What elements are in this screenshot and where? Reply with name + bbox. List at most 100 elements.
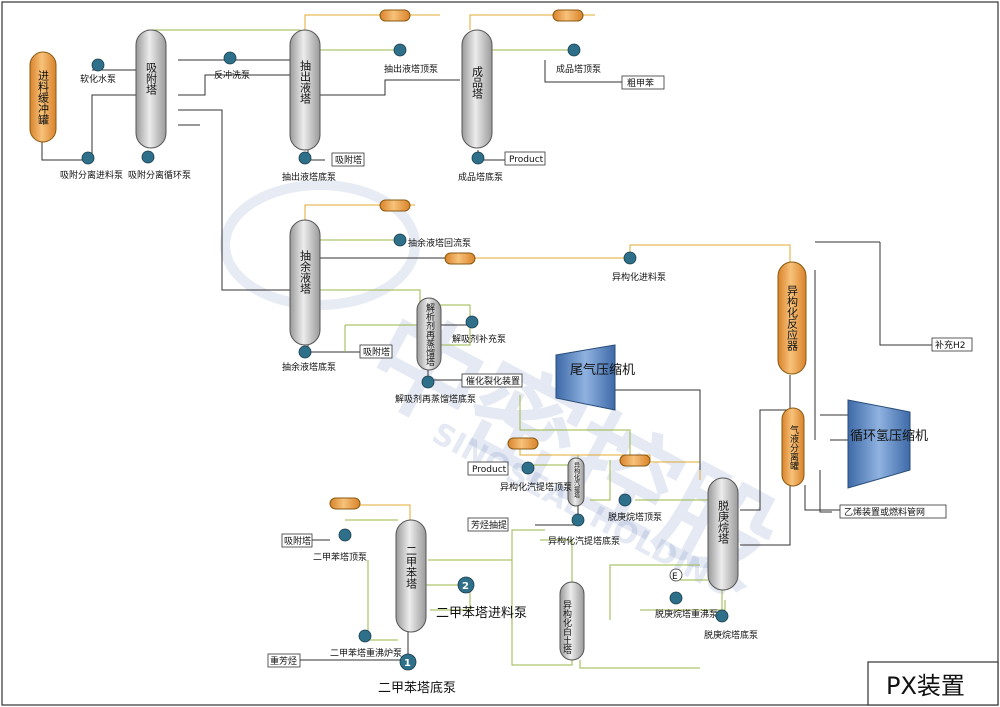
xylene-bottom-pump-number: 1 <box>404 658 411 669</box>
stripper-top-pump: 异构化汽提塔顶泵 <box>500 461 572 493</box>
stripper-top-pump-label: 异构化汽提塔顶泵 <box>500 481 572 493</box>
isomerization-stripper: 异构化汽提塔 <box>567 457 585 507</box>
product-bottom-pump-label: 成品塔底泵 <box>458 171 503 183</box>
to-adsorption-1-label: 吸附塔 <box>335 154 362 166</box>
extract-top-pump-label: 抽出液塔顶泵 <box>384 63 438 75</box>
soft-water-pump-label: 软化水泵 <box>80 73 116 85</box>
desorbent-redistill-tower: 解析剂再蒸馏塔 <box>416 297 442 371</box>
to-adsorption-box-2: 吸附塔 <box>359 344 393 359</box>
isomer-feed-pump-label: 异构化进料泵 <box>612 271 666 283</box>
deheptanizer-exchanger: E <box>669 568 683 582</box>
feed-tank: 进料缓冲罐 <box>29 51 57 143</box>
adsorption-circ-pump-label: 吸附分离循环泵 <box>128 169 191 181</box>
heavy-aromatics-box: 重芳烃 <box>267 653 301 668</box>
stripper-bottom-pump-label: 异构化汽提塔底泵 <box>548 535 620 547</box>
catalytic-reforming-label: 催化裂化装置 <box>466 375 520 387</box>
xylene-tower: 二甲苯塔 <box>395 519 427 633</box>
reflux-drums <box>329 9 651 510</box>
extract-top-pump: 抽出液塔顶泵 <box>384 43 438 75</box>
raffinate-tower: 抽余液塔 <box>289 219 321 346</box>
deheptanizer-reboil-pump: 脱庚烷塔重沸泵 <box>655 591 718 620</box>
xylene-reboil-pump: 二甲苯塔重沸炉泵 <box>330 629 402 659</box>
deheptanizer-tower: 脱庚烷塔 <box>707 477 739 591</box>
stripper-label: 异构化汽提塔 <box>573 462 580 499</box>
deheptanizer-reflux-drum <box>619 454 651 467</box>
recycle-h2-compressor-line1: 循环氢压缩机 <box>850 428 928 444</box>
desorbent-bottom-pump-label: 解吸剂再蒸馏塔底泵 <box>395 393 476 405</box>
xylene-top-pump-label: 二甲苯塔顶泵 <box>313 551 367 563</box>
stripper-reflux-drum <box>507 437 539 450</box>
deheptanizer-top-pump-label: 脱庚烷塔顶泵 <box>608 511 662 523</box>
desorbent-tower-label: 解析剂再蒸馏塔 <box>424 302 435 367</box>
xylene-top-pump: 二甲苯塔顶泵 <box>313 528 367 563</box>
xylene-tower-label: 二甲苯塔 <box>405 545 418 590</box>
to-adsorption-2-label: 吸附塔 <box>363 346 390 358</box>
stripper-bottom-pump: 异构化汽提塔底泵 <box>548 513 620 547</box>
gas-liquid-separator: 气液分离罐 <box>781 407 805 487</box>
exchanger-mark: E <box>672 572 678 582</box>
raffinate-bottom-pump: 抽余液塔底泵 <box>282 345 336 373</box>
ethylene-fuel-label: 乙烯装置或燃料管网 <box>844 506 925 518</box>
tail-gas-compressor-line1: 尾气压缩机 <box>570 362 635 378</box>
raffinate-tower-label: 抽余液塔 <box>299 249 312 295</box>
raffinate-reflux-drum <box>379 199 411 212</box>
extract-reflux-drum <box>379 9 411 22</box>
adsorption-feed-pump: 吸附分离进料泵 <box>60 151 123 181</box>
makeup-h2-box: 补充H2 <box>931 337 973 352</box>
makeup-h2-label: 补充H2 <box>935 339 966 351</box>
to-adsorption-box-3: 吸附塔 <box>281 533 313 548</box>
product-tower-label: 成品塔 <box>471 66 484 100</box>
pumps: 软化水泵 吸附分离进料泵 吸附分离循环泵 反冲洗泵 抽出液塔顶泵 抽出液塔底泵 … <box>60 43 758 696</box>
recycle-hydrogen-compressor: 循环氢压缩机 <box>847 399 928 489</box>
output-boxes: 粗甲苯 Product 吸附塔 吸附塔 催化裂化装置 补充H2 乙烯装置或燃料管… <box>267 75 973 668</box>
deheptanizer-top-pump: 脱庚烷塔顶泵 <box>608 493 662 523</box>
crude-toluene-label: 粗甲苯 <box>627 77 654 89</box>
adsorption-tower: 吸附塔 <box>135 29 167 149</box>
product-reflux-drum <box>552 9 584 22</box>
isomer-feed-pump: 异构化进料泵 <box>612 251 666 283</box>
page-title: PX装置 <box>886 672 965 700</box>
deheptanizer-label: 脱庚烷塔 <box>717 499 730 545</box>
flush-pump: 反冲洗泵 <box>214 51 250 81</box>
raffinate-side-drum <box>444 252 476 265</box>
adsorption-circ-pump: 吸附分离循环泵 <box>128 150 191 181</box>
product-box-2: Product <box>467 461 509 476</box>
adsorption-feed-pump-label: 吸附分离进料泵 <box>60 169 123 181</box>
heavy-aromatics-label: 重芳烃 <box>270 655 297 667</box>
flush-pump-label: 反冲洗泵 <box>214 69 250 81</box>
deheptanizer-reboil-pump-label: 脱庚烷塔重沸泵 <box>655 608 718 620</box>
ethylene-fuel-box: 乙烯装置或燃料管网 <box>839 504 947 519</box>
catalytic-reforming-box: 催化裂化装置 <box>461 373 523 388</box>
isomerization-reactor: 异构化反应器 <box>777 261 807 375</box>
product-top-pump-label: 成品塔顶泵 <box>556 63 601 75</box>
crude-toluene-box: 粗甲苯 <box>621 75 665 90</box>
xylene-feed-pump-label: 二甲苯塔进料泵 <box>436 606 527 621</box>
isomerization-clay-tower: 异构化白土塔 <box>559 581 585 661</box>
desorbent-bottom-pump: 解吸剂再蒸馏塔底泵 <box>395 375 476 405</box>
extract-bottom-pump-label: 抽出液塔底泵 <box>282 171 336 183</box>
extract-tower-label: 抽出液塔 <box>299 59 312 105</box>
to-adsorption-3-label: 吸附塔 <box>284 535 311 547</box>
xylene-bottom-pump: 1 二甲苯塔底泵 <box>378 653 456 696</box>
product-box-1: Product <box>504 151 546 166</box>
aromatics-extraction-label: 芳烃抽提 <box>471 519 507 531</box>
xylene-bottom-pump-label: 二甲苯塔底泵 <box>378 680 456 696</box>
raffinate-reflux-pump: 抽余液塔回流泵 <box>393 233 471 249</box>
separator-label: 气液分离罐 <box>788 424 799 471</box>
product-bottom-pump: 成品塔底泵 <box>458 151 503 183</box>
product-tower: 成品塔 <box>461 29 493 149</box>
extract-tower: 抽出液塔 <box>289 29 321 151</box>
title-block: PX装置 <box>867 661 999 706</box>
product-top-pump: 成品塔顶泵 <box>556 43 601 75</box>
soft-water-pump: 软化水泵 <box>80 58 116 85</box>
isomer-reactor-label: 异构化反应器 <box>786 285 799 352</box>
xylene-reflux-drum <box>329 497 361 510</box>
raffinate-reflux-pump-label: 抽余液塔回流泵 <box>408 237 471 249</box>
to-adsorption-box-1: 吸附塔 <box>331 152 365 167</box>
desorbent-makeup-pump-label: 解吸剂补充泵 <box>452 333 506 345</box>
raffinate-bottom-pump-label: 抽余液塔底泵 <box>282 361 336 373</box>
xylene-reboil-pump-label: 二甲苯塔重沸炉泵 <box>330 647 402 659</box>
